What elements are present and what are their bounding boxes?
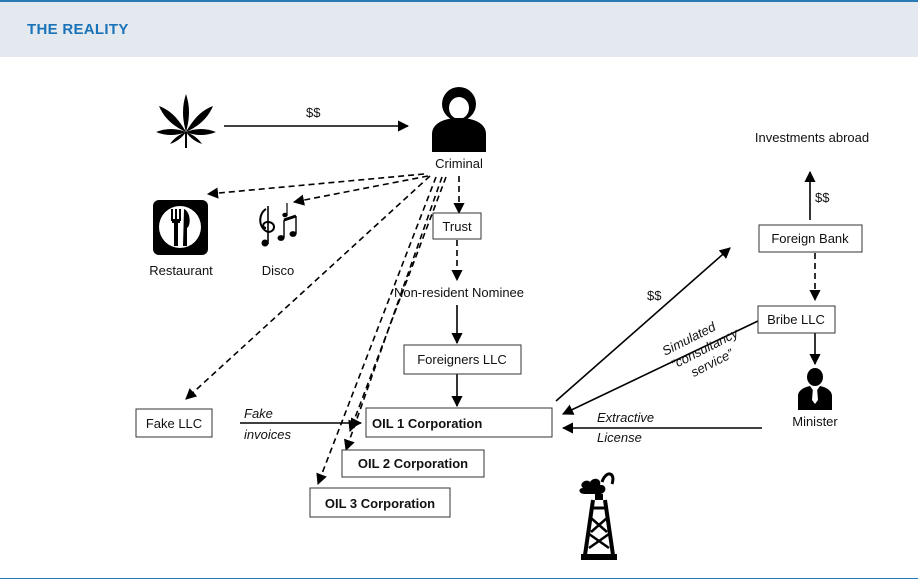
node-oil2: OIL 2 Corporation [341,449,485,478]
node-nominee-label: Non-resident Nominee [394,285,524,300]
node-oil2-label: OIL 2 Corporation [358,456,468,471]
node-bribe-llc: Bribe LLC [757,305,836,334]
node-oil3: OIL 3 Corporation [309,487,451,518]
edge-bribe-llc-to-oil1 [561,320,759,415]
edge-criminal-to-oil3 [316,176,437,486]
edge-criminal-to-restaurant [206,173,425,199]
businessman-icon [798,368,832,410]
node-foreigners-llc: Foreigners LLC [403,344,522,375]
node-disco-label: Disco [262,263,295,278]
page-title: THE REALITY [27,21,129,38]
edge-label-bank-money: $$ [815,190,830,205]
node-foreigners-llc-label: Foreigners LLC [417,352,507,367]
cannabis-leaf-icon [156,94,216,148]
node-fake-llc: Fake LLC [135,408,213,438]
node-foreign-bank: Foreign Bank [758,224,863,253]
edge-label-drug-money: $$ [306,105,321,120]
node-criminal-label: Criminal [435,156,483,171]
fork-knife-icon [153,200,208,255]
node-oil3-label: OIL 3 Corporation [325,496,435,511]
edge-oil1-to-foreign-bank [555,247,731,402]
person-silhouette-icon [432,87,486,152]
node-trust: Trust [432,212,482,240]
edge-label-fake: Fake [244,406,273,421]
node-oil1-label: OIL 1 Corporation [372,416,482,431]
edge-criminal-to-oil2 [344,176,443,452]
node-foreign-bank-label: Foreign Bank [771,231,849,246]
bottom-rule [0,578,918,579]
edge-label-invoices: invoices [244,427,291,442]
edge-label-license: License [597,430,642,445]
node-investments-label: Investments abroad [755,130,869,145]
edge-criminal-to-fake-llc [185,175,431,400]
node-bribe-llc-label: Bribe LLC [767,312,825,327]
node-fake-llc-label: Fake LLC [146,416,202,431]
edge-criminal-to-disco [292,175,429,206]
header-band: THE REALITY [0,0,918,57]
node-minister-label: Minister [792,414,838,429]
music-notes-icon [259,203,297,247]
edge-label-consultancy: Simulated “consultancy service” [660,319,742,380]
node-trust-label: Trust [442,219,472,234]
edge-label-oil-money: $$ [647,288,662,303]
node-oil1: OIL 1 Corporation [365,407,553,438]
oil-derrick-icon [579,472,617,560]
node-restaurant-label: Restaurant [149,263,213,278]
edge-label-extractive: Extractive [597,410,654,425]
